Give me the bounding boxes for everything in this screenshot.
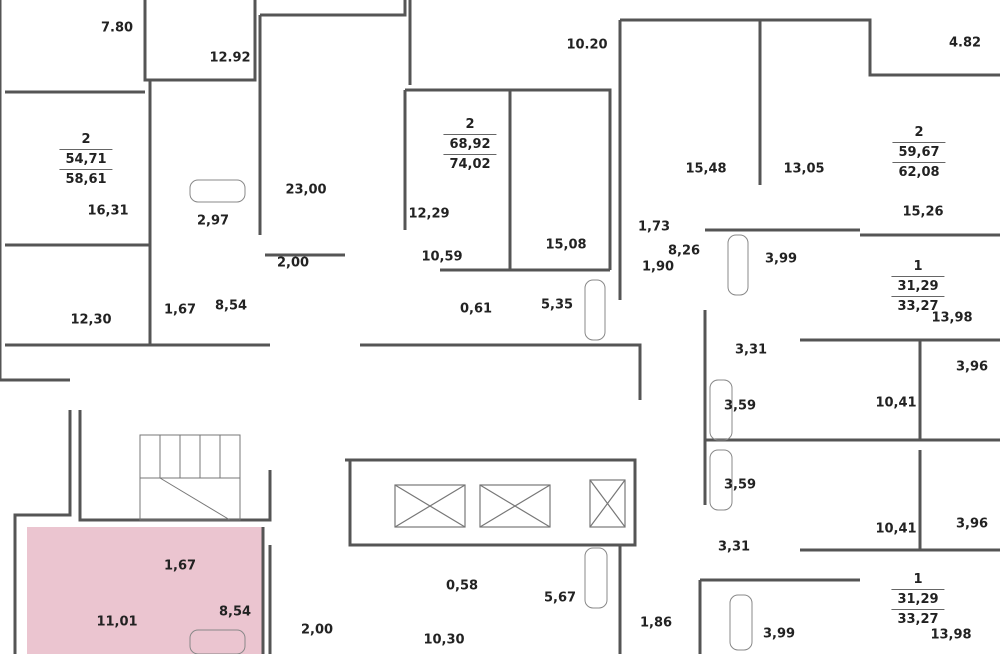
room-area: 13,98 (930, 627, 972, 643)
room-area: 3,96 (955, 516, 989, 532)
room-area: 5,67 (543, 590, 577, 606)
room-area: 3,31 (734, 342, 768, 358)
apartment-rooms: 2 (81, 132, 91, 147)
apartment-info[interactable]: 1 31,29 33,27 (891, 257, 945, 316)
room-area: 23,00 (285, 182, 327, 198)
elevator-shafts (394, 479, 626, 528)
apartment-total-area: 58,61 (59, 169, 113, 189)
room-area: 1,67 (163, 558, 197, 574)
apartment-rooms: 2 (465, 117, 475, 132)
room-area: 15,26 (902, 204, 944, 220)
apartment-living-area: 59,67 (892, 142, 946, 162)
room-area: 12,29 (408, 206, 450, 222)
apartment-rooms: 1 (913, 572, 923, 587)
apartment-living-area: 54,71 (59, 149, 113, 169)
apartment-living-area: 31,29 (891, 276, 945, 296)
room-area: 2,00 (276, 255, 310, 271)
room-area: 11,01 (96, 614, 138, 630)
bathtubs (189, 179, 753, 654)
apartment-living-area: 68,92 (443, 134, 497, 154)
apartment-living-area: 31,29 (891, 589, 945, 609)
apartment-info[interactable]: 2 59,67 62,08 (892, 123, 946, 182)
room-area: 10,41 (875, 521, 917, 537)
room-area: 5,35 (540, 297, 574, 313)
apartment-rooms: 1 (913, 259, 923, 274)
room-area: 1,90 (641, 259, 675, 275)
room-area: 3,59 (723, 398, 757, 414)
room-area: 3,31 (717, 539, 751, 555)
room-area: 0,61 (459, 301, 493, 317)
room-area: 15,48 (685, 161, 727, 177)
room-area: 10,41 (875, 395, 917, 411)
room-area: 8,54 (218, 604, 252, 620)
room-area: 7.80 (100, 20, 134, 36)
room-area: 10.20 (566, 37, 608, 53)
room-area: 0,58 (445, 578, 479, 594)
room-area: 3,99 (764, 251, 798, 267)
room-area: 2,97 (196, 213, 230, 229)
room-area: 13,98 (931, 310, 973, 326)
apartment-total-area: 62,08 (892, 162, 946, 182)
room-area: 8,26 (667, 243, 701, 259)
room-area: 10,30 (423, 632, 465, 648)
apartment-info[interactable]: 1 31,29 33,27 (891, 570, 945, 629)
room-area: 4.82 (948, 35, 982, 51)
room-area: 2,00 (300, 622, 334, 638)
room-area: 13,05 (783, 161, 825, 177)
room-area: 12.92 (209, 50, 251, 66)
room-area: 16,31 (87, 203, 129, 219)
room-area: 1,67 (163, 302, 197, 318)
apartment-total-area: 33,27 (891, 609, 945, 629)
room-area: 1,73 (637, 219, 671, 235)
stairs (139, 434, 241, 521)
room-area: 1,86 (639, 615, 673, 631)
apartment-rooms: 2 (914, 125, 924, 140)
room-area: 3,96 (955, 359, 989, 375)
room-area: 3,99 (762, 626, 796, 642)
room-area: 15,08 (545, 237, 587, 253)
room-area: 12,30 (70, 312, 112, 328)
selected-apartment-highlight[interactable] (27, 527, 263, 654)
apartment-info[interactable]: 2 68,92 74,02 (443, 115, 497, 174)
apartment-total-area: 33,27 (891, 296, 945, 316)
room-area: 8,54 (214, 298, 248, 314)
room-area: 10,59 (421, 249, 463, 265)
apartment-total-area: 74,02 (443, 154, 497, 174)
apartment-info[interactable]: 2 54,71 58,61 (59, 130, 113, 189)
room-area: 3,59 (723, 477, 757, 493)
